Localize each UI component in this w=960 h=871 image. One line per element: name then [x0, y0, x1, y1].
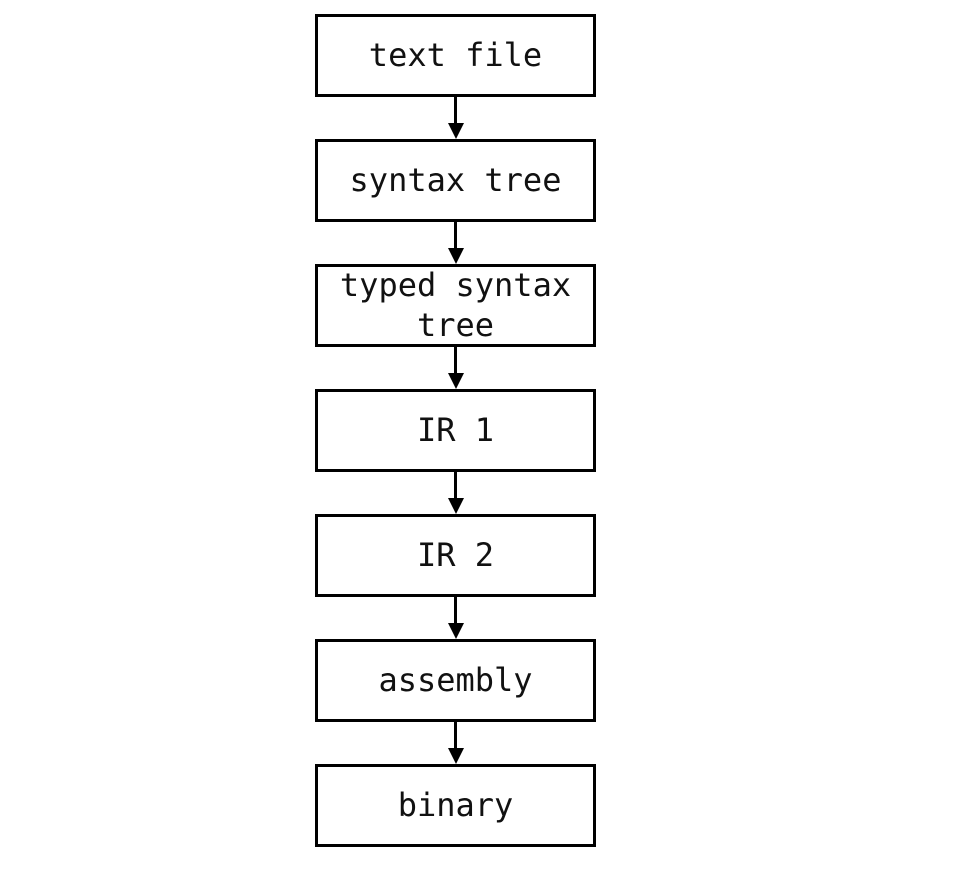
- arrow-line: [454, 347, 457, 373]
- arrow-down-icon: [447, 498, 464, 514]
- arrow-down-icon: [447, 373, 464, 389]
- arrow-down-icon: [447, 623, 464, 639]
- flow-arrow: [447, 222, 464, 264]
- flow-node: text file: [315, 14, 596, 97]
- flow-node: assembly: [315, 639, 596, 722]
- node-label: IR 1: [416, 410, 495, 449]
- flow-node: typed syntax tree: [315, 264, 596, 347]
- flow-arrow: [447, 97, 464, 139]
- flow-node: syntax tree: [315, 139, 596, 222]
- flow-arrow: [447, 722, 464, 764]
- arrow-down-icon: [447, 248, 464, 264]
- arrow-line: [454, 97, 457, 123]
- flow-node: IR 2: [315, 514, 596, 597]
- arrow-line: [454, 597, 457, 623]
- flow-arrow: [447, 597, 464, 639]
- arrow-line: [454, 222, 457, 248]
- flow-arrow: [447, 347, 464, 389]
- arrow-down-icon: [447, 748, 464, 764]
- node-label: text file: [368, 35, 543, 74]
- node-label: assembly: [378, 660, 533, 699]
- arrow-down-icon: [447, 123, 464, 139]
- flow-node: binary: [315, 764, 596, 847]
- arrow-line: [454, 722, 457, 748]
- node-label: binary: [397, 785, 514, 824]
- arrow-line: [454, 472, 457, 498]
- node-label: typed syntax tree: [339, 266, 572, 344]
- node-label: IR 2: [416, 535, 495, 574]
- flow-node: IR 1: [315, 389, 596, 472]
- node-label: syntax tree: [349, 160, 562, 199]
- flowchart: text file syntax tree typed syntax tree …: [315, 14, 596, 847]
- flow-arrow: [447, 472, 464, 514]
